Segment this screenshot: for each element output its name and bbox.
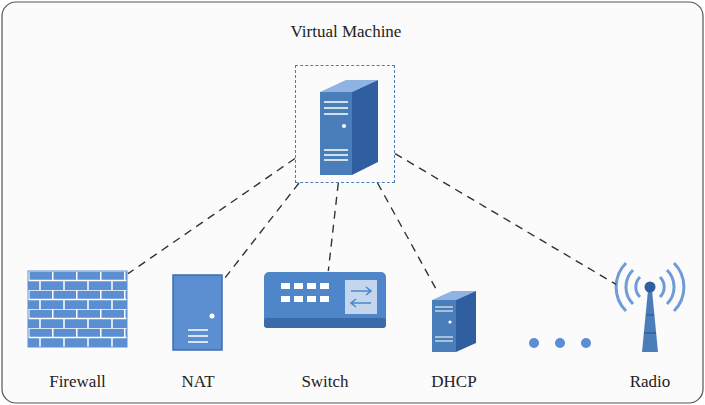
box-heading: Virtual Machine	[246, 22, 446, 42]
firewall-node: Firewall	[27, 270, 128, 347]
switch-icon	[264, 272, 386, 328]
virtual-machine-box: Virtual Machine	[295, 65, 395, 183]
dhcp-server-icon	[432, 291, 476, 352]
radio-node: Radio	[616, 256, 684, 353]
component-label: Firewall	[0, 372, 178, 392]
dashed-connector	[378, 183, 437, 290]
dhcp-node: DHCP	[430, 290, 478, 353]
component-label: DHCP	[354, 372, 554, 392]
dashed-connector	[224, 183, 299, 279]
dashed-connector	[128, 158, 295, 273]
component-label: NAT	[98, 372, 298, 392]
dashed-connector	[395, 154, 616, 285]
dashed-connector	[328, 183, 338, 271]
firewall-icon	[28, 271, 127, 347]
ellipsis-dots	[529, 338, 591, 348]
component-label: Radio	[550, 372, 705, 392]
component-label: Switch	[225, 372, 425, 392]
nat-node: NAT	[172, 274, 224, 351]
server-icon	[320, 80, 378, 175]
nat-icon	[173, 275, 222, 350]
switch-node: Switch	[263, 271, 387, 329]
radio-antenna-icon	[616, 263, 684, 352]
